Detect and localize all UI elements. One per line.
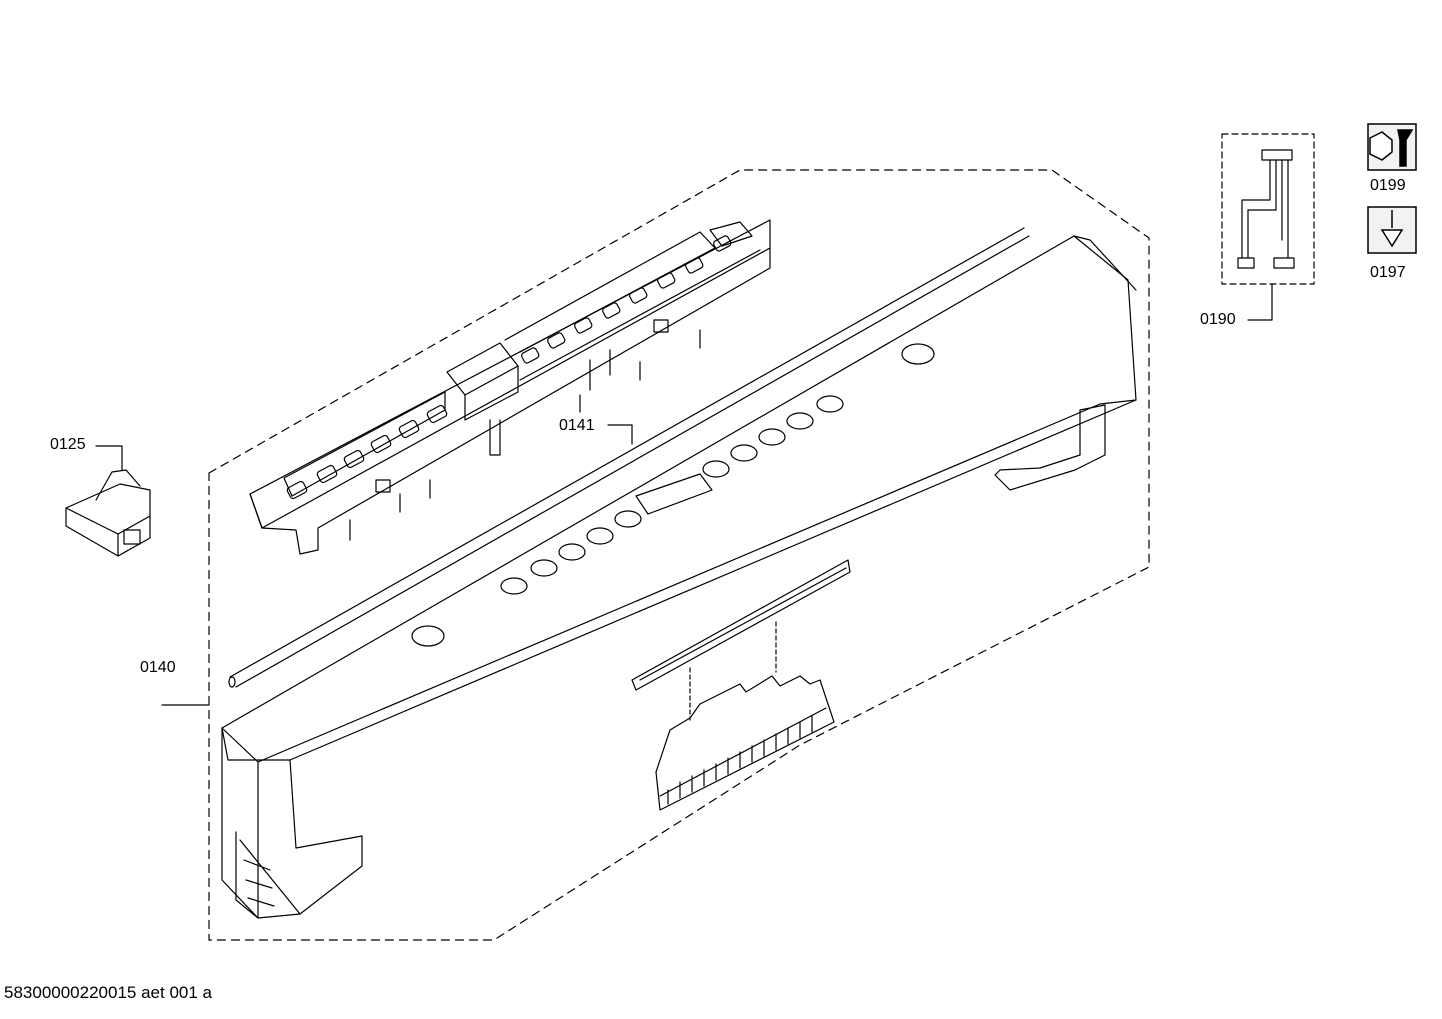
part-label-0190: 0190: [1200, 311, 1236, 328]
control-module-part: [249, 219, 771, 555]
part-label-0199: 0199: [1370, 177, 1406, 194]
drawing-reference-footer: 58300000220015 aet 001 a: [4, 983, 212, 1002]
part-label-0140: 0140: [140, 659, 176, 676]
leader-0141: [607, 424, 633, 445]
trim-rod-part: [228, 227, 1030, 688]
handle-bracket-part: [655, 621, 835, 811]
part-label-0125: 0125: [50, 436, 86, 453]
control-panel-fascia-part: [221, 235, 1137, 919]
leader-0125: [95, 445, 123, 471]
screwdriver-screw-icon: [1367, 206, 1417, 254]
part-label-0141: 0141: [559, 417, 595, 434]
wiring-harness-part-0190: [1221, 133, 1315, 285]
clip-part-0125: [65, 469, 151, 557]
part-label-0197: 0197: [1370, 264, 1406, 281]
spanner-nut-icon: [1367, 123, 1417, 171]
assembly-dashed-outline: [208, 169, 1150, 941]
leader-0190: [1247, 283, 1273, 321]
